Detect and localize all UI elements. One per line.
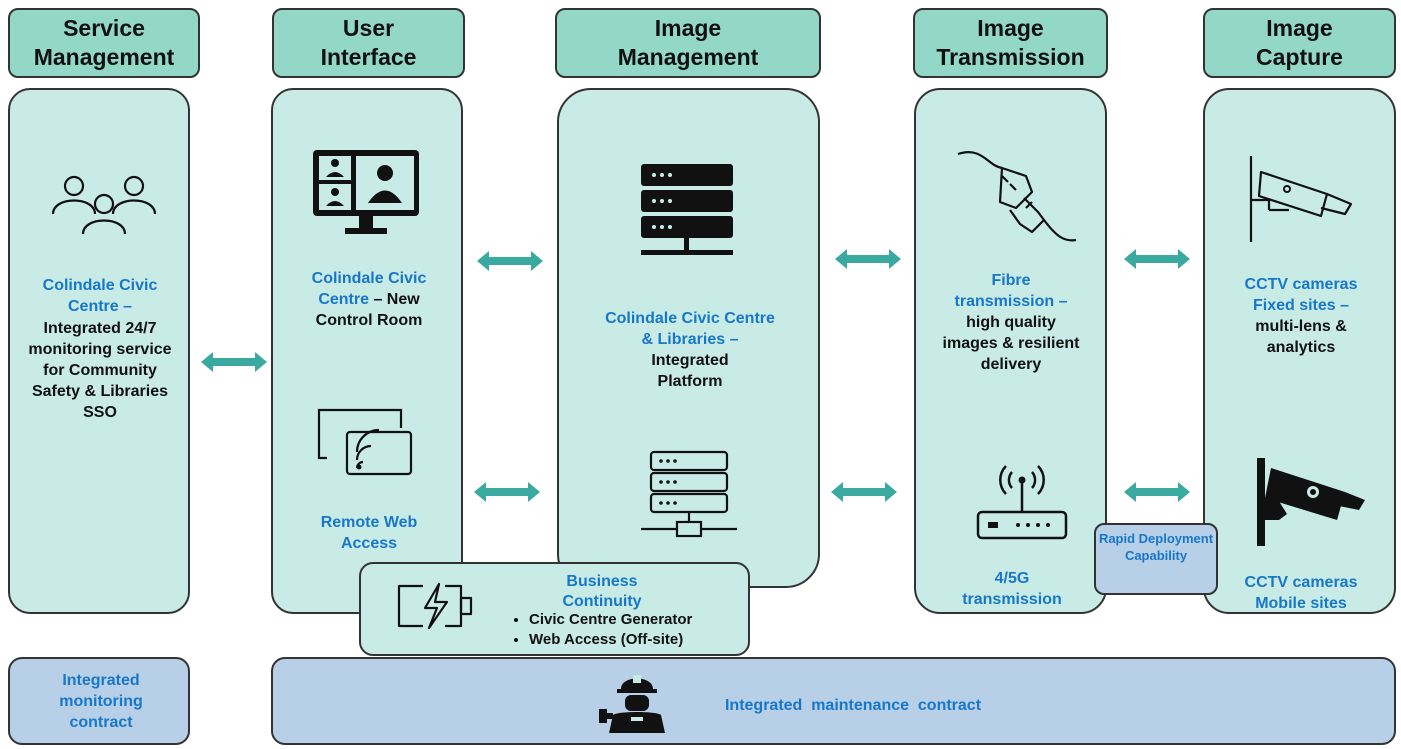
capture-top-label-black: multi-lens & analytics (1255, 318, 1347, 356)
header-line-2: Management (33, 44, 175, 70)
service-label-blue: Colindale Civic Centre – (42, 277, 158, 315)
image-mgmt-label-blue: Colindale Civic Centre & Libraries – (605, 310, 775, 348)
header-line-1: Image (977, 15, 1044, 41)
ui-top-label-black: – New Control Room (315, 291, 423, 329)
image-mgmt-label-black: Integrated Platform (651, 352, 729, 390)
image-mgmt-label: Colindale Civic Centre & Libraries – Int… (605, 308, 775, 392)
header-line-2: Capture (1256, 44, 1343, 70)
fibre-plug-icon (957, 151, 1077, 242)
service-management-panel: Colindale Civic Centre – Integrated 24/7… (8, 88, 190, 614)
transmission-top-label-blue: Fibre transmission – (954, 272, 1068, 310)
transmission-top-label-black: high quality images & resilient delivery (942, 314, 1080, 373)
maintenance-worker-icon (599, 675, 665, 733)
header-line-2: Transmission (936, 44, 1085, 70)
header-line-2: Interface (320, 44, 417, 70)
image-management-panel: Colindale Civic Centre & Libraries – Int… (557, 88, 820, 588)
transmission-top-label: Fibre transmission – high quality images… (934, 270, 1088, 375)
maintenance-contract-label: Integrated maintenance contract (724, 697, 982, 714)
header-line-1: Image (1266, 15, 1333, 41)
monitoring-contract-box: Integrated monitoring contract (8, 657, 190, 745)
double-arrow-service-ui (201, 352, 267, 372)
header-line-1: Image (654, 15, 722, 41)
capture-top-label: CCTV cameras Fixed sites – multi-lens & … (1229, 274, 1373, 358)
business-continuity-item: Web Access (Off-site) (529, 630, 692, 650)
remote-screen-wireless-icon (317, 408, 413, 476)
rapid-deployment-badge: Rapid Deployment Capability (1094, 523, 1218, 595)
header-image-management: Image Management (555, 8, 821, 78)
header-image-transmission: Image Transmission (913, 8, 1108, 78)
capture-bottom-label: CCTV cameras Mobile sites (1244, 574, 1358, 612)
business-continuity-box: Business Continuity Civic Centre Generat… (359, 562, 750, 656)
ui-top-label: Colindale Civic Centre – New Control Roo… (293, 268, 445, 331)
header-line-1: User (342, 15, 395, 41)
cctv-camera-outline-icon (1249, 156, 1353, 242)
transmission-bottom-label: 4/5G transmission (962, 570, 1062, 608)
ui-top-label-blue: Colindale Civic Centre (311, 270, 427, 308)
image-transmission-panel: Fibre transmission – high quality images… (914, 88, 1107, 614)
wireless-router-icon (976, 465, 1068, 540)
business-continuity-item: Civic Centre Generator (529, 610, 692, 630)
double-arrow-ui-mgmt-bottom (474, 482, 540, 502)
business-continuity-title: Business Continuity (562, 573, 642, 610)
business-continuity-list: Civic Centre Generator Web Access (Off-s… (509, 610, 692, 650)
user-interface-panel: Colindale Civic Centre – New Control Roo… (271, 88, 463, 614)
double-arrow-mgmt-transmission-top (835, 249, 901, 269)
header-line-2: Management (617, 44, 759, 70)
service-label-black: Integrated 24/7 monitoring service for C… (28, 320, 172, 421)
server-stack-outline-icon (641, 450, 737, 538)
monitoring-contract-label: Integrated monitoring contract (59, 672, 143, 731)
double-arrow-mgmt-transmission-bottom (831, 482, 897, 502)
header-user-interface: User Interface (272, 8, 465, 78)
cctv-camera-solid-icon (1257, 458, 1365, 546)
double-arrow-transmission-capture-top (1124, 249, 1190, 269)
header-image-capture: Image Capture (1203, 8, 1396, 78)
capture-top-label-blue: CCTV cameras Fixed sites – (1244, 276, 1358, 314)
maintenance-contract-box: Integrated maintenance contract (271, 657, 1396, 745)
image-capture-panel: CCTV cameras Fixed sites – multi-lens & … (1203, 88, 1396, 614)
header-service-management: Service Management (8, 8, 200, 78)
ui-bottom-label: Remote Web Access (320, 514, 418, 552)
server-stack-icon (641, 164, 733, 255)
header-line-1: Service (63, 15, 145, 41)
people-group-icon (51, 175, 157, 235)
double-arrow-ui-mgmt-top (477, 251, 543, 271)
video-conference-monitor-icon (313, 150, 419, 234)
battery-charging-icon (397, 582, 473, 630)
double-arrow-transmission-capture-bottom (1124, 482, 1190, 502)
